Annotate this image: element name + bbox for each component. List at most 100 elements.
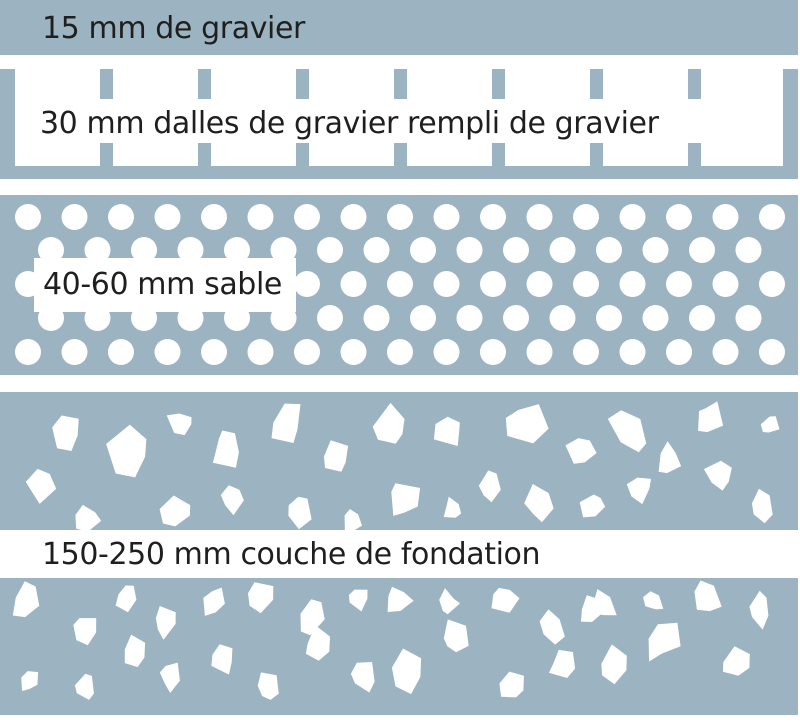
sand-grain — [108, 204, 134, 230]
base-stone — [499, 671, 524, 698]
sand-grain — [38, 237, 64, 263]
sand-grain — [456, 237, 483, 263]
sand-grain — [712, 271, 739, 297]
base-stone — [220, 485, 244, 516]
base-stone — [539, 609, 565, 645]
base-stone — [350, 662, 375, 693]
sand-grain — [503, 305, 529, 331]
slab-layer — [0, 69, 798, 179]
sand-grain — [712, 339, 739, 365]
base-stone — [607, 410, 647, 453]
sand-grain — [84, 237, 111, 263]
sand-grain — [480, 204, 506, 230]
base-stone — [159, 662, 180, 693]
slab-frame-right — [783, 69, 798, 179]
sand-grain — [526, 204, 553, 230]
sand-grain — [154, 339, 181, 365]
sand-grain — [387, 271, 413, 297]
sand-grain — [387, 339, 413, 365]
slab-tooth-bottom — [296, 143, 309, 169]
slab-tooth-bottom — [492, 143, 505, 169]
base-stone — [548, 649, 576, 678]
base-stone — [626, 477, 651, 505]
sand-grain — [759, 339, 785, 365]
sand-label-background — [34, 258, 296, 312]
sand-grain — [735, 305, 762, 331]
sand-grain — [666, 271, 692, 297]
sand-grain — [340, 339, 367, 365]
sand-layer-label: 40-60 mm sable — [43, 267, 282, 302]
slab-tooth-top — [590, 69, 603, 99]
sand-grain — [456, 305, 483, 331]
sand-grain — [317, 237, 343, 263]
sand-grain — [526, 271, 553, 297]
base-stone — [565, 438, 597, 464]
sand-grain — [480, 339, 506, 365]
base-stone — [648, 622, 681, 662]
base-stone — [271, 403, 301, 443]
base-stone — [505, 404, 549, 444]
sand-grain — [503, 237, 529, 263]
base-stone — [391, 648, 422, 695]
sand-grain — [596, 305, 622, 331]
sand-grain — [201, 339, 227, 365]
gravel-layer — [0, 0, 798, 55]
slab-tooth-bottom — [590, 143, 603, 169]
base-stone — [159, 495, 191, 527]
slab-tooth-top — [296, 69, 309, 99]
sand-grain — [573, 339, 599, 365]
base-stone — [443, 496, 462, 518]
sand-grain — [666, 339, 692, 365]
sand-grain — [526, 339, 553, 365]
sand-grain — [294, 271, 320, 297]
sand-grain — [573, 204, 599, 230]
base-stone — [439, 588, 461, 615]
base-stone — [723, 646, 750, 676]
sand-grain — [712, 204, 739, 230]
sand-grain — [15, 339, 41, 365]
base-stone — [155, 606, 176, 640]
gravel-layer-label: 15 mm de gravier — [42, 11, 305, 46]
base-stone — [372, 402, 405, 444]
base-stone — [74, 673, 94, 700]
sand-grain — [549, 305, 576, 331]
base-stone — [106, 424, 147, 478]
slab-tooth-bottom — [688, 143, 701, 169]
base-stone — [751, 488, 773, 524]
sand-grain — [596, 237, 622, 263]
base-stone — [257, 672, 279, 700]
base-stone — [248, 582, 274, 614]
sand-grain — [689, 237, 715, 263]
sand-grain — [433, 271, 460, 297]
sand-grain — [363, 237, 390, 263]
sand-grain — [154, 204, 181, 230]
sand-grain — [433, 204, 460, 230]
sand-grain — [363, 305, 390, 331]
base-stone — [348, 589, 368, 612]
slab-layer-label: 30 mm dalles de gravier rempli de gravie… — [40, 106, 659, 141]
sand-grain — [270, 237, 297, 263]
base-stone — [124, 634, 146, 668]
sand-grain — [317, 305, 343, 331]
base-stone — [478, 470, 501, 503]
slab-tooth-top — [100, 69, 113, 99]
base-stone — [323, 440, 349, 472]
sand-grain — [177, 237, 204, 263]
base-stone — [75, 504, 102, 532]
sand-grain — [549, 237, 576, 263]
sand-grain — [410, 237, 436, 263]
sand-grain — [387, 204, 413, 230]
sand-grain — [735, 237, 762, 263]
slab-tooth-top — [688, 69, 701, 99]
base-stone — [25, 468, 57, 504]
base-stone — [643, 591, 664, 610]
sand-grain — [247, 339, 274, 365]
sand-grain — [433, 339, 460, 365]
sand-grain — [61, 204, 88, 230]
base-stone — [300, 599, 325, 636]
slab-frame-bottom — [0, 166, 798, 179]
base-layer — [0, 392, 798, 715]
base-stone — [211, 644, 233, 675]
